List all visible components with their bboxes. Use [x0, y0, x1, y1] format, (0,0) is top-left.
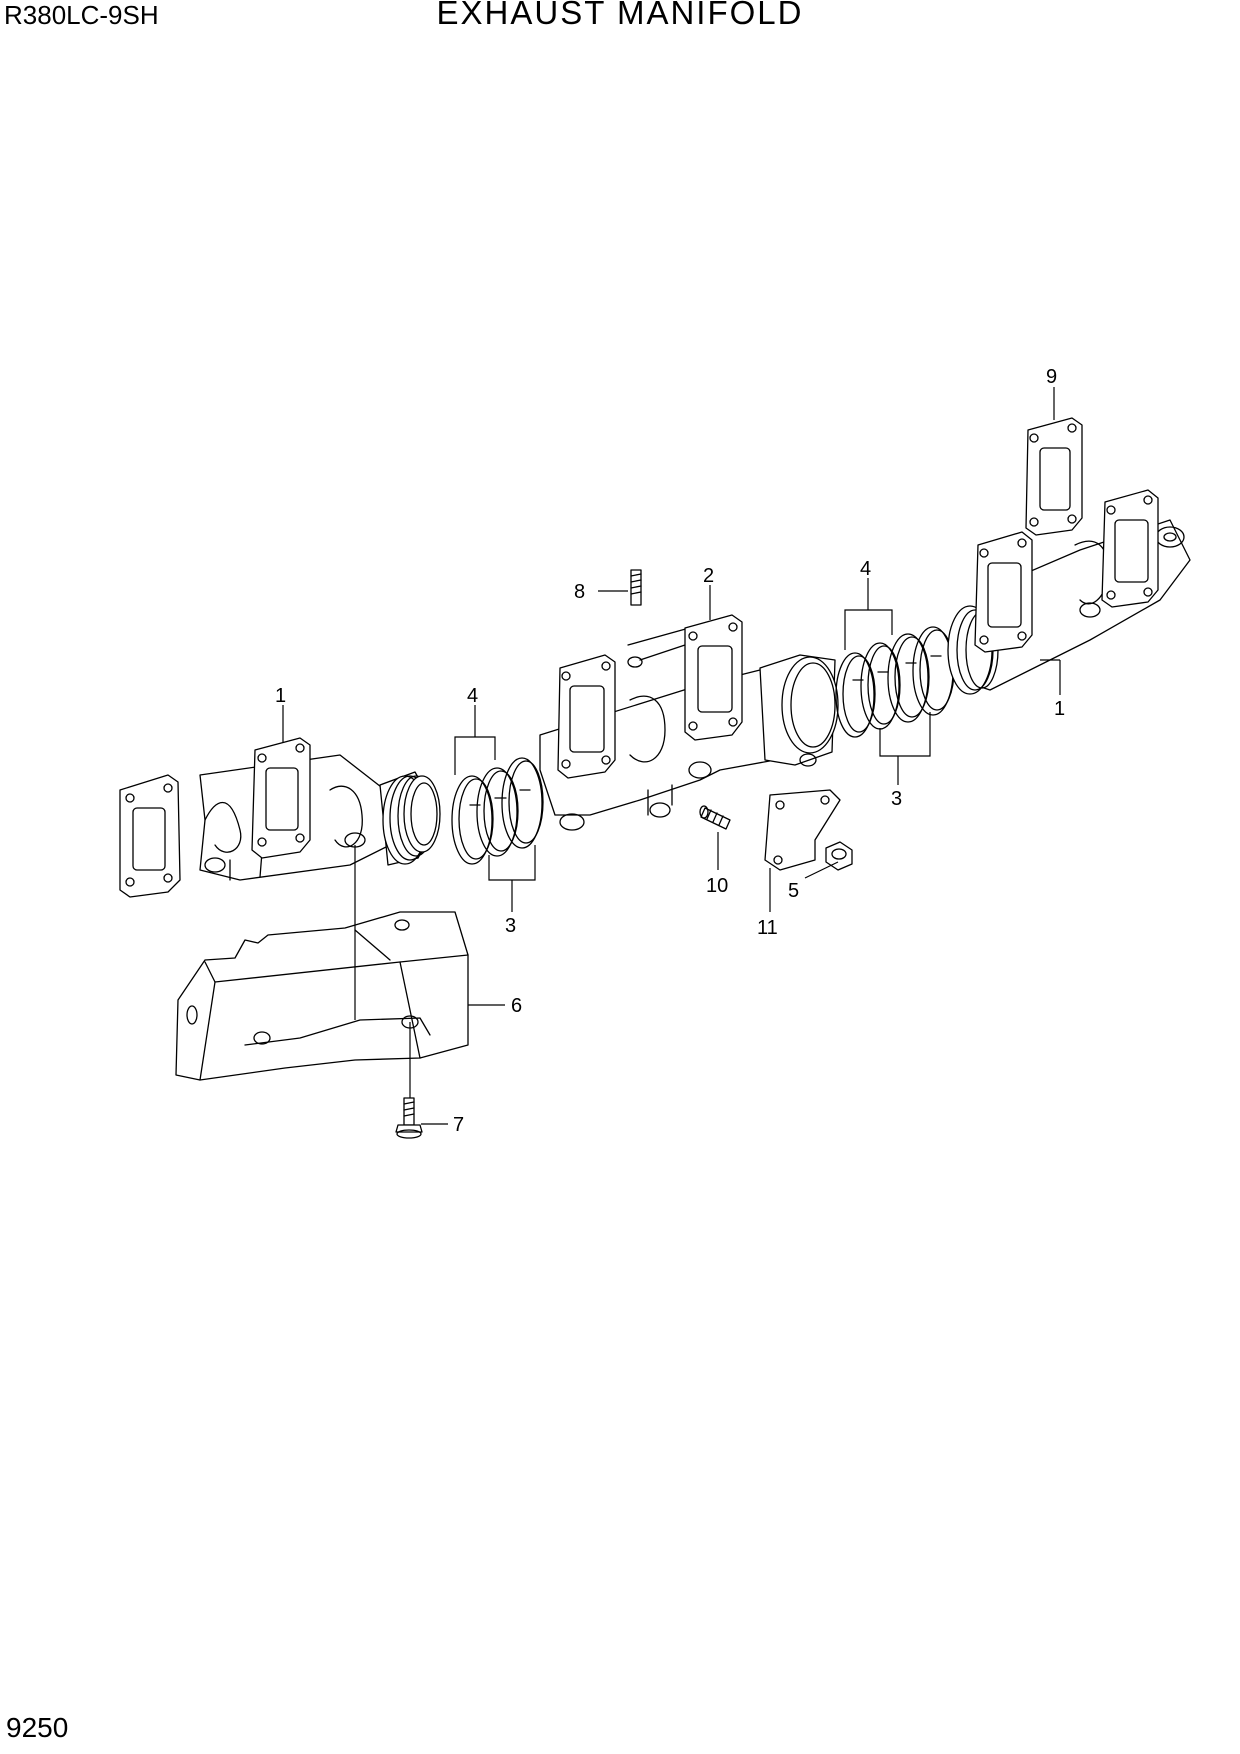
model-number: R380LC-9SH [4, 0, 159, 30]
callout-8: 8 [574, 581, 585, 603]
callouts: 1 1 2 3 3 4 4 5 6 7 8 9 10 11 [275, 366, 1065, 1136]
page-title: EXHAUST MANIFOLD [436, 0, 804, 31]
bracket [764, 789, 841, 871]
callout-6: 6 [511, 995, 522, 1017]
callout-10: 10 [706, 875, 728, 897]
callout-7: 7 [453, 1114, 464, 1136]
exhaust-manifold-center [539, 614, 839, 831]
seal-rings-left [451, 757, 544, 865]
callout-3-left: 3 [505, 915, 516, 937]
page-number: 9250 [6, 1712, 69, 1743]
callout-1-right: 1 [1054, 698, 1065, 720]
bolt [395, 1097, 423, 1139]
stud-small [699, 805, 731, 830]
leader-lines [282, 387, 1061, 1125]
callout-3-right: 3 [891, 788, 902, 810]
callout-1-left: 1 [275, 685, 286, 707]
callout-9: 9 [1046, 366, 1057, 388]
seal-rings-right [835, 626, 955, 738]
callout-4-right: 4 [860, 558, 871, 580]
exhaust-manifold-right [947, 489, 1191, 695]
callout-11: 11 [757, 917, 778, 939]
callout-4-left: 4 [467, 685, 478, 707]
exhaust-manifold-left [119, 737, 441, 898]
heat-shield [175, 911, 469, 1081]
gasket [1025, 417, 1083, 536]
callout-2: 2 [703, 565, 714, 587]
stud-top [630, 569, 642, 606]
callout-5: 5 [788, 880, 799, 902]
nut [825, 841, 853, 871]
